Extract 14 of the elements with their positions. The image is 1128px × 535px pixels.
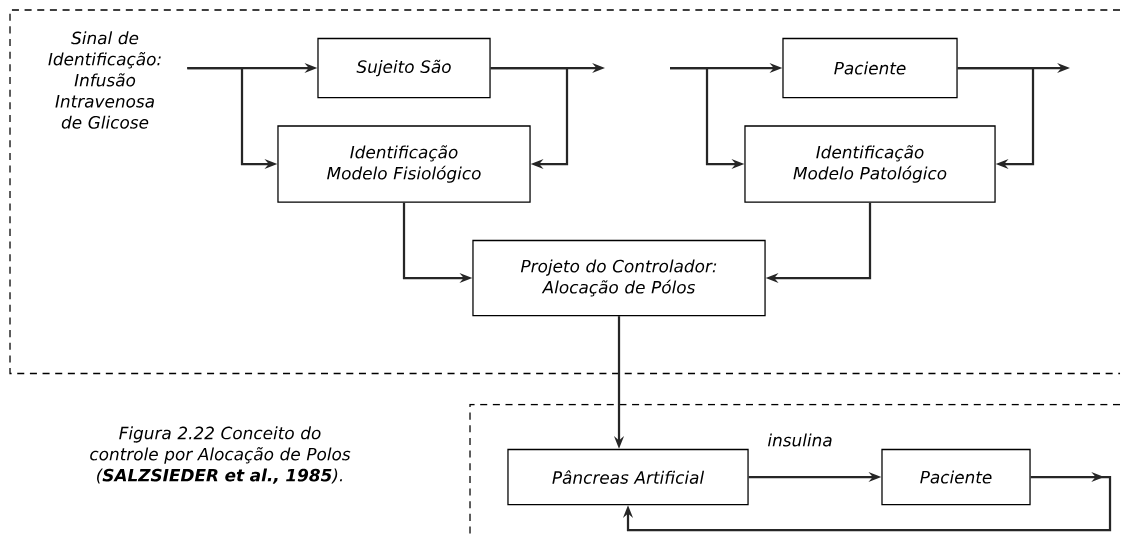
arrow (957, 66, 1035, 170)
input-text: Sinal de Identificação: Infusão Intravenosa de Glicose (48, 31, 161, 129)
block-box: Identificação Modelo Fisiológico (277, 125, 531, 203)
block-box: Paciente (782, 37, 958, 99)
block-box: Identificação Modelo Patológico (744, 125, 996, 203)
block-box: Paciente (881, 448, 1031, 506)
dashed-frame (9, 9, 1121, 375)
block-box: Projeto do Controlador: Alocação de Pólos (472, 239, 766, 317)
block-box: Sujeito São (317, 37, 491, 99)
block-box: Pâncreas Artificial (507, 448, 749, 506)
arrow (622, 471, 1112, 532)
figure-caption: Figura 2.22 Conceito do controle por Alocação de Polos (SALZSIEDER et al., 1985). (90, 426, 351, 484)
edge-label: insulina (765, 432, 835, 448)
arrow (490, 66, 569, 170)
